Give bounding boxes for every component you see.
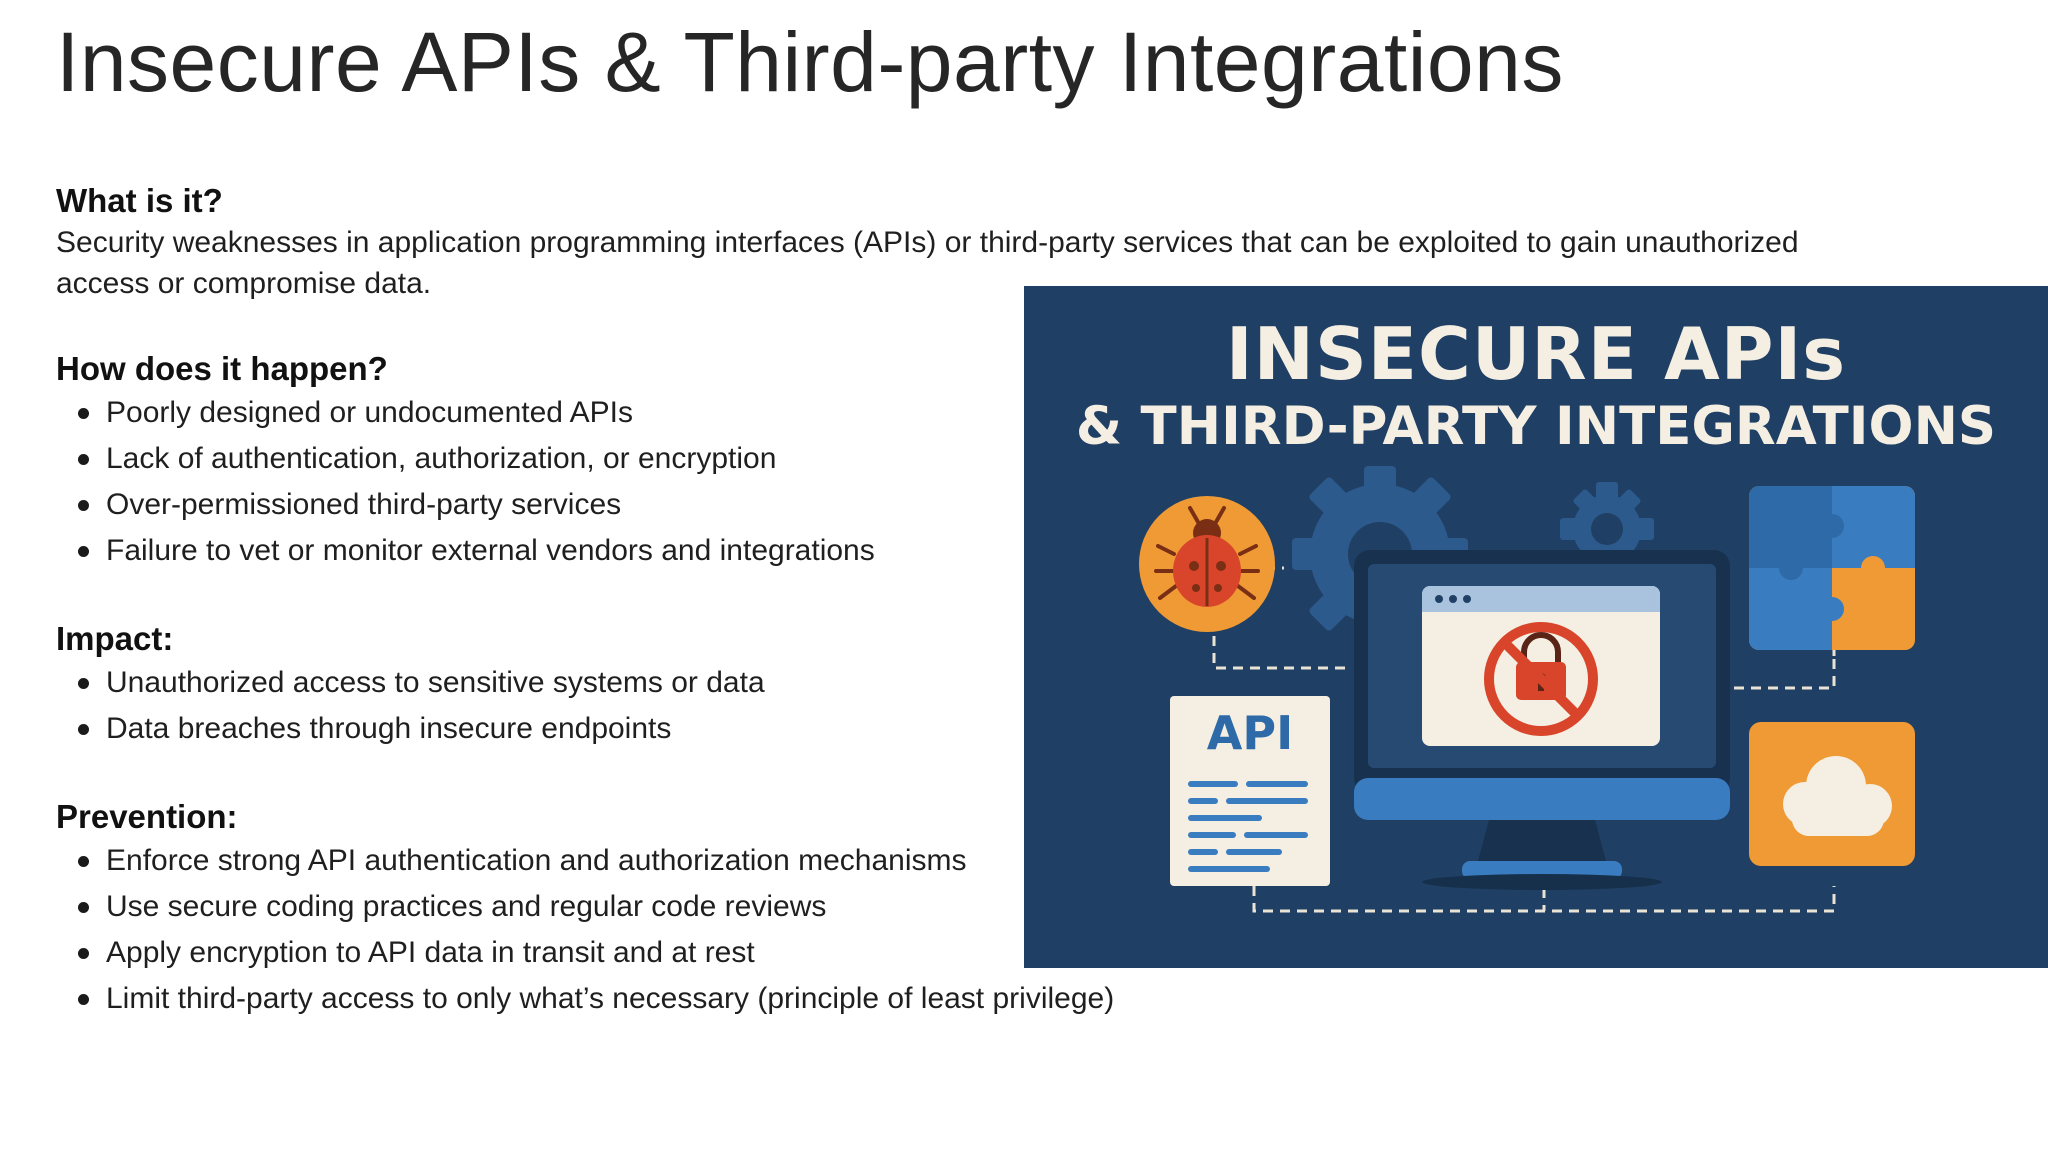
bullet-icon bbox=[78, 546, 89, 557]
bullet-icon bbox=[78, 408, 89, 419]
illustration-title-line1: INSECURE APIs bbox=[1225, 312, 1847, 396]
cloud-icon bbox=[1749, 722, 1915, 866]
puzzle-icon bbox=[1749, 486, 1915, 650]
how-item-text: Over-permissioned third-party services bbox=[106, 488, 622, 521]
impact-item: Data breaches through insecure endpoints bbox=[56, 706, 1896, 752]
prevention-item: Limit third-party access to only what’s … bbox=[56, 976, 1896, 1022]
bullet-icon bbox=[78, 500, 89, 511]
how-item: Lack of authentication, authorization, o… bbox=[56, 436, 1896, 482]
blocked-lock-icon bbox=[1484, 622, 1598, 736]
impact-heading: Impact: bbox=[56, 620, 174, 657]
how-list: Poorly designed or undocumented APIs Lac… bbox=[56, 390, 1896, 574]
prevention-list: Enforce strong API authentication and au… bbox=[56, 838, 1896, 1022]
slide-title: Insecure APIs & Third-party Integrations bbox=[56, 15, 1564, 109]
bug-icon bbox=[1139, 496, 1275, 632]
api-document-label: API bbox=[1207, 706, 1293, 760]
how-item: Poorly designed or undocumented APIs bbox=[56, 390, 1896, 436]
what-description: Security weaknesses in application progr… bbox=[56, 226, 1799, 300]
bullet-icon bbox=[78, 856, 89, 867]
prevention-item-text: Limit third-party access to only what’s … bbox=[106, 982, 1115, 1015]
prevention-item-text: Enforce strong API authentication and au… bbox=[106, 844, 967, 877]
illustration-title-line2: & THIRD-PARTY INTEGRATIONS bbox=[1075, 396, 1997, 457]
bullet-icon bbox=[78, 994, 89, 1005]
how-item: Over-permissioned third-party services bbox=[56, 482, 1896, 528]
prevention-heading: Prevention: bbox=[56, 798, 238, 835]
illustration-artwork: API bbox=[1139, 466, 1915, 913]
api-document-icon bbox=[1170, 696, 1330, 886]
illustration-panel: API INSECURE APIs & THIRD-PARTY INTEGRAT… bbox=[1024, 286, 2048, 968]
prevention-item-text: Apply encryption to API data in transit … bbox=[106, 936, 755, 969]
impact-item-text: Unauthorized access to sensitive systems… bbox=[106, 666, 765, 699]
what-heading: What is it? bbox=[56, 182, 223, 219]
bullet-icon bbox=[78, 678, 89, 689]
prevention-item: Apply encryption to API data in transit … bbox=[56, 930, 1896, 976]
prevention-item: Enforce strong API authentication and au… bbox=[56, 838, 1896, 884]
how-heading: How does it happen? bbox=[56, 350, 388, 387]
bullet-icon bbox=[78, 454, 89, 465]
how-item: Failure to vet or monitor external vendo… bbox=[56, 528, 1896, 574]
bullet-icon bbox=[78, 902, 89, 913]
slide-content: What is it? Security weaknesses in appli… bbox=[56, 180, 1896, 1022]
bullet-icon bbox=[78, 724, 89, 735]
how-item-text: Failure to vet or monitor external vendo… bbox=[106, 534, 875, 567]
prevention-item-text: Use secure coding practices and regular … bbox=[106, 890, 827, 923]
how-item-text: Lack of authentication, authorization, o… bbox=[106, 442, 777, 475]
impact-item: Unauthorized access to sensitive systems… bbox=[56, 660, 1896, 706]
bullet-icon bbox=[78, 948, 89, 959]
impact-item-text: Data breaches through insecure endpoints bbox=[106, 712, 672, 745]
gear-icon bbox=[1560, 482, 1654, 563]
prevention-item: Use secure coding practices and regular … bbox=[56, 884, 1896, 930]
how-item-text: Poorly designed or undocumented APIs bbox=[106, 396, 634, 429]
impact-list: Unauthorized access to sensitive systems… bbox=[56, 660, 1896, 752]
